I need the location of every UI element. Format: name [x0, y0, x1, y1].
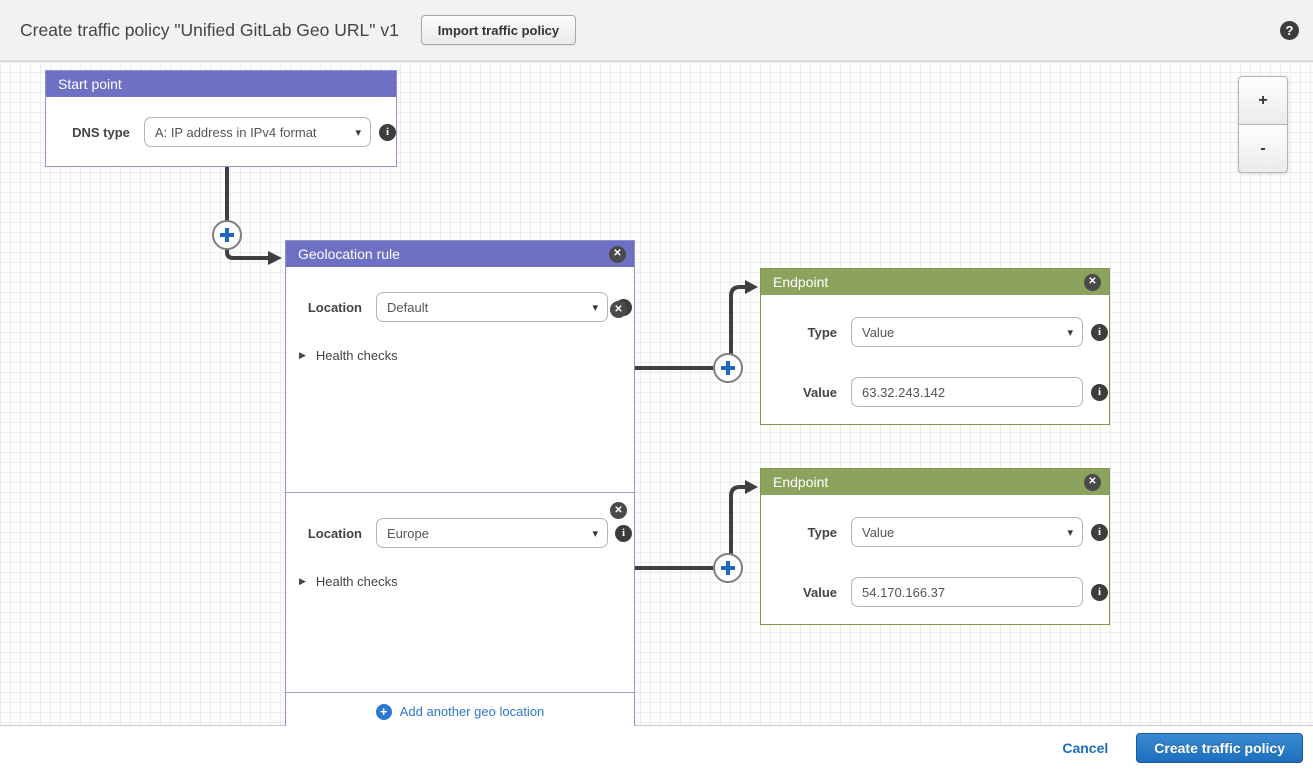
location-label: Location — [307, 525, 362, 541]
value-label: Value — [803, 384, 837, 400]
chevron-down-icon: ▾ — [1067, 526, 1073, 539]
start-point-header: Start point — [46, 71, 396, 97]
page-title: Create traffic policy "Unified GitLab Ge… — [20, 19, 399, 40]
close-icon[interactable]: ✕ — [609, 245, 626, 263]
cancel-link[interactable]: Cancel — [1062, 740, 1109, 756]
info-icon[interactable]: i — [615, 524, 632, 542]
close-icon[interactable]: ✕ — [1084, 473, 1101, 491]
endpoint-header: Endpoint ✕ — [761, 469, 1109, 495]
plus-connector-icon — [713, 353, 743, 383]
geolocation-rule-node: Geolocation rule ✕ ✕ Location Default ▾ … — [285, 240, 635, 731]
type-label: Type — [807, 324, 837, 340]
close-icon[interactable]: ✕ — [610, 502, 627, 519]
top-bar: Create traffic policy "Unified GitLab Ge… — [0, 0, 1313, 62]
start-point-title: Start point — [58, 76, 122, 92]
dns-type-select[interactable]: A: IP address in IPv4 format ▾ — [143, 117, 371, 147]
info-icon[interactable]: i — [1091, 323, 1108, 341]
endpoint-header: Endpoint ✕ — [761, 269, 1109, 295]
help-icon[interactable]: ? — [1280, 20, 1299, 40]
chevron-down-icon: ▾ — [1067, 326, 1073, 339]
import-traffic-policy-button[interactable]: Import traffic policy — [420, 15, 577, 45]
zoom-in-button[interactable]: + — [1238, 76, 1288, 125]
info-icon[interactable]: i — [379, 123, 396, 141]
zoom-controls: + - — [1238, 76, 1288, 173]
value-label: Value — [803, 584, 837, 600]
close-icon[interactable]: ✕ — [610, 301, 627, 318]
endpoint-node-1: Endpoint ✕ Type Value ▾ i Value i — [760, 268, 1110, 425]
info-icon[interactable]: i — [1091, 583, 1108, 601]
info-icon[interactable]: i — [1091, 523, 1108, 541]
geolocation-rule-header: Geolocation rule ✕ — [286, 241, 634, 267]
health-checks-label: Health checks — [315, 574, 398, 589]
endpoint-title: Endpoint — [773, 274, 829, 290]
geolocation-rule-title: Geolocation rule — [298, 246, 400, 262]
triangle-right-icon: ▶ — [299, 350, 306, 360]
endpoint-title: Endpoint — [773, 474, 829, 490]
location-select[interactable]: Default ▾ — [376, 292, 608, 322]
endpoint-value-input[interactable] — [851, 577, 1083, 607]
create-traffic-policy-button[interactable]: Create traffic policy — [1136, 733, 1303, 763]
chevron-down-icon: ▾ — [592, 301, 598, 314]
triangle-right-icon: ▶ — [299, 576, 306, 586]
health-checks-label: Health checks — [315, 348, 398, 363]
chevron-down-icon: ▾ — [355, 126, 361, 139]
location-label: Location — [307, 299, 362, 315]
type-label: Type — [807, 524, 837, 540]
plus-connector-icon — [212, 220, 242, 250]
close-icon[interactable]: ✕ — [1084, 273, 1101, 291]
endpoint-type-select[interactable]: Value ▾ — [851, 317, 1083, 347]
add-another-geo-location-link[interactable]: + Add another geo location — [375, 703, 544, 720]
add-geo-location-bar: + Add another geo location — [286, 692, 634, 730]
health-checks-toggle[interactable]: ▶ Health checks — [286, 574, 634, 589]
chevron-down-icon: ▾ — [592, 527, 598, 540]
plus-circle-icon: + — [375, 703, 392, 720]
endpoint-value-input[interactable] — [851, 377, 1083, 407]
plus-connector-icon — [713, 553, 743, 583]
location-select[interactable]: Europe ▾ — [376, 518, 608, 548]
connector-lines — [212, 165, 758, 583]
info-icon[interactable]: i — [1091, 383, 1108, 401]
geo-location-section-default: ✕ Location Default ▾ i ▶ Health checks — [286, 292, 634, 492]
geo-location-section-europe: ✕ Location Europe ▾ i ▶ Health checks — [286, 492, 634, 692]
endpoint-node-2: Endpoint ✕ Type Value ▾ i Value i — [760, 468, 1110, 625]
dns-type-label: DNS type — [72, 124, 130, 140]
health-checks-toggle[interactable]: ▶ Health checks — [286, 348, 634, 363]
start-point-node: Start point DNS type A: IP address in IP… — [45, 70, 397, 167]
zoom-out-button[interactable]: - — [1238, 124, 1288, 173]
footer-bar: Cancel Create traffic policy — [0, 726, 1313, 770]
policy-canvas[interactable]: Start point DNS type A: IP address in IP… — [0, 62, 1313, 731]
endpoint-type-select[interactable]: Value ▾ — [851, 517, 1083, 547]
